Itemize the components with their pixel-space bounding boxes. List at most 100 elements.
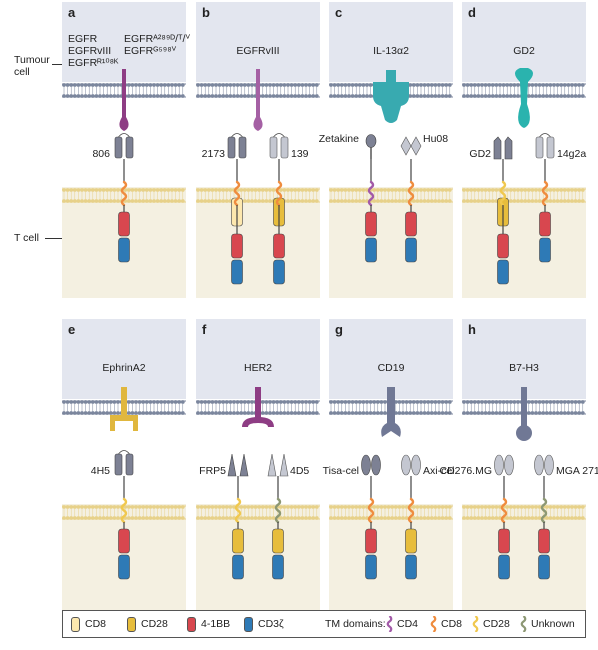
lipid-head	[166, 400, 171, 404]
lipid-head	[311, 516, 316, 520]
lipid-head	[472, 411, 477, 415]
lipid-head	[562, 83, 567, 87]
lipid-head	[404, 505, 409, 509]
lipid-head	[347, 83, 351, 87]
lipid-head	[530, 94, 535, 98]
legend-cd3z-swatch	[244, 616, 253, 632]
lipid-head	[483, 94, 488, 98]
lipid-head	[170, 188, 174, 192]
lipid-head	[159, 505, 164, 509]
lipid-head	[426, 188, 431, 192]
lipid-head	[112, 400, 117, 404]
lipid-head	[210, 199, 215, 203]
lipid-head	[476, 411, 481, 415]
lipid-head	[404, 199, 409, 203]
lipid-head	[336, 188, 341, 192]
lipid-head	[361, 83, 366, 87]
lipid-head	[422, 94, 427, 98]
cd3z-domain	[497, 259, 509, 285]
lipid-head	[173, 199, 178, 203]
lipid-head	[296, 94, 301, 98]
lipid-head	[555, 188, 560, 192]
car-label: Tisa-cel	[323, 465, 359, 477]
lipid-head	[152, 199, 156, 203]
lipid-head	[541, 94, 546, 98]
lipid-head	[196, 400, 200, 404]
lipid-head	[480, 505, 484, 509]
t-cell-pointer	[45, 238, 62, 239]
lipid-head	[62, 516, 66, 520]
lipid-head	[580, 199, 585, 203]
lipid-head	[296, 400, 301, 404]
lipid-head	[404, 411, 409, 415]
lipid-head	[566, 516, 571, 520]
tcell-region	[196, 187, 320, 298]
lipid-head	[566, 411, 571, 415]
lipid-head	[329, 83, 333, 87]
cd3z-domain	[118, 554, 130, 580]
lipid-head	[390, 505, 395, 509]
lipid-head	[141, 516, 146, 520]
lipid-head	[173, 505, 178, 509]
lipid-head	[498, 400, 502, 404]
scfv-linker	[118, 133, 130, 138]
lipid-head	[343, 94, 348, 98]
lipid-head	[332, 516, 337, 520]
lipid-head	[224, 516, 229, 520]
41bb-domain	[118, 211, 130, 237]
lipid-head	[162, 516, 167, 520]
lipid-head	[224, 83, 229, 87]
lipid-head	[343, 411, 348, 415]
lipid-head	[148, 516, 153, 520]
lipid-head	[501, 83, 506, 87]
tm-domain	[541, 180, 549, 207]
lipid-head	[217, 411, 222, 415]
scfv-vl	[279, 453, 289, 477]
lipid-head	[354, 400, 359, 404]
lipid-head	[206, 516, 211, 520]
lipid-head	[162, 505, 167, 509]
lipid-head	[480, 199, 484, 203]
cd3z-domain	[231, 259, 243, 285]
lipid-head	[534, 505, 538, 509]
lipid-head	[494, 505, 499, 509]
lipid-head	[264, 94, 269, 98]
lipid-head	[286, 411, 290, 415]
lipid-head	[350, 83, 355, 87]
lipid-head	[516, 411, 520, 415]
lipid-head	[137, 94, 142, 98]
lipid-head	[170, 94, 174, 98]
lipid-head	[300, 411, 305, 415]
lipid-head	[307, 400, 312, 404]
lipid-head	[379, 400, 384, 404]
lipid-head	[361, 199, 366, 203]
lipid-head	[422, 83, 427, 87]
lipid-head	[80, 83, 84, 87]
lipid-head	[210, 188, 215, 192]
lipid-head	[112, 188, 117, 192]
lipid-head	[570, 411, 574, 415]
cd3z-domain	[405, 554, 417, 580]
lipid-head	[311, 199, 316, 203]
lipid-head	[444, 188, 449, 192]
lipid-head	[343, 400, 348, 404]
lipid-head	[329, 94, 333, 98]
tumour-cell-pointer	[52, 64, 62, 65]
lipid-head	[415, 516, 420, 520]
lipid-head	[105, 516, 110, 520]
lipid-head	[65, 516, 70, 520]
lipid-head	[134, 199, 138, 203]
lipid-head	[541, 400, 546, 404]
lipid-head	[300, 516, 305, 520]
scfv-vh	[114, 453, 123, 476]
lipid-head	[206, 94, 211, 98]
lipid-head	[166, 505, 171, 509]
cd3z-domain	[405, 237, 417, 263]
lipid-head	[221, 83, 226, 87]
antigen-shape	[253, 69, 263, 131]
antigen-label: B7-H3	[509, 362, 539, 374]
lipid-head	[293, 83, 298, 87]
lipid-head	[411, 94, 416, 98]
41bb-domain	[118, 528, 130, 554]
lipid-head	[422, 505, 427, 509]
